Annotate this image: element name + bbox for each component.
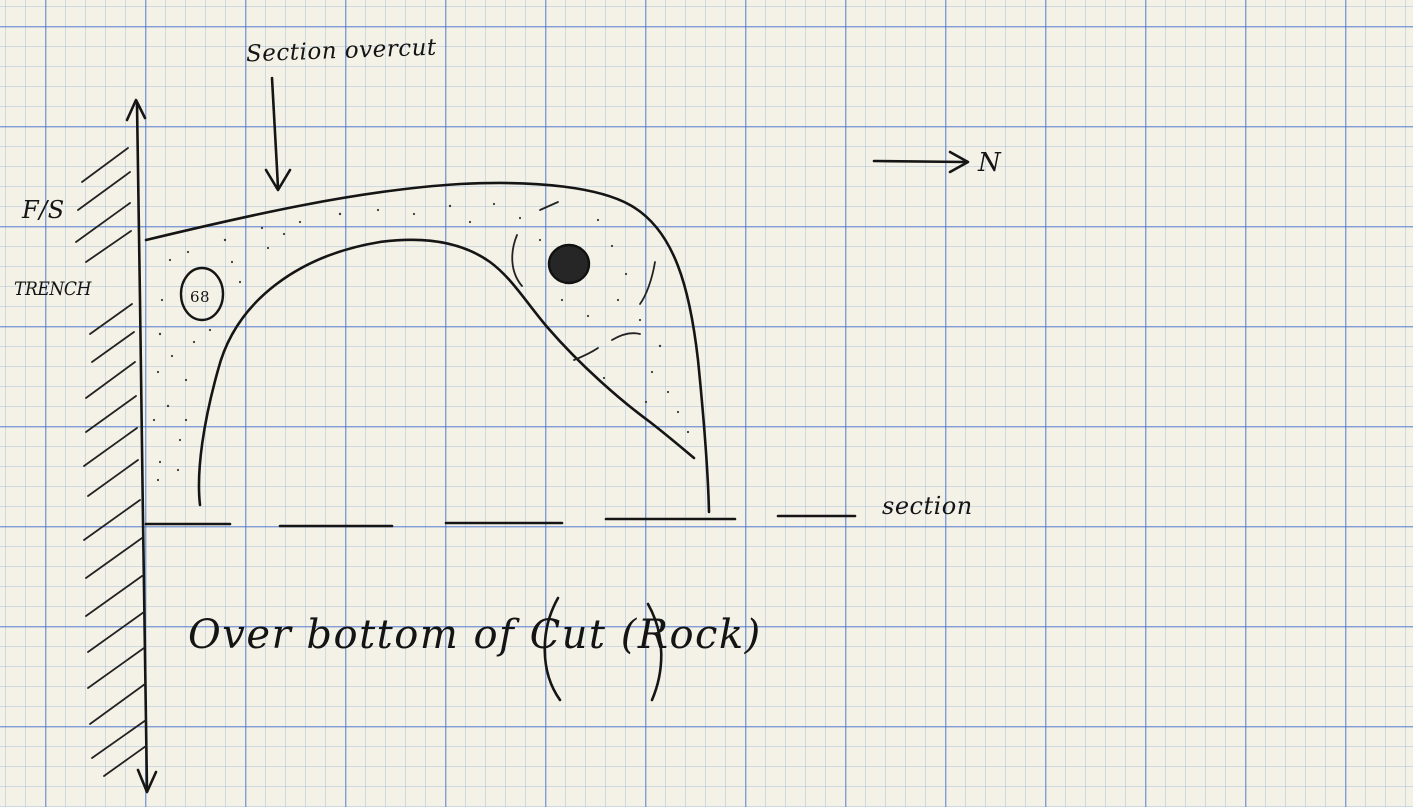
trench-edge xyxy=(125,98,158,794)
base-note-label: Over bottom of Cut (Rock) xyxy=(188,612,762,658)
base-note-paren-right xyxy=(646,602,663,702)
face-side-label: F/S xyxy=(22,196,65,224)
find-circle xyxy=(179,266,225,322)
north-label: N xyxy=(978,148,1002,178)
inner-lens xyxy=(511,234,523,287)
outer-cut-profile xyxy=(144,181,711,514)
fill-edge-stroke xyxy=(611,332,641,341)
inner-fill-profile xyxy=(197,238,696,507)
section-line xyxy=(144,514,857,528)
inner-lens-top xyxy=(539,201,559,211)
trench-label: TRENCH xyxy=(14,278,92,300)
fill-edge-stroke xyxy=(639,261,656,305)
section-label: section xyxy=(882,492,973,520)
north-arrow-head-icon xyxy=(948,150,970,174)
base-note-paren-left xyxy=(543,596,562,702)
trench-edge-line xyxy=(135,102,149,792)
north-arrow-line xyxy=(872,159,968,164)
find-number-label: 68 xyxy=(190,288,211,306)
fill-stipple xyxy=(152,202,690,482)
overcut-arrow-head-icon xyxy=(264,168,292,192)
trench-edge-arrow-top-icon xyxy=(125,98,147,122)
trench-edge-arrow-bottom-icon xyxy=(136,768,158,794)
overcut-arrow-line xyxy=(270,76,280,190)
fill-edge-stroke xyxy=(573,347,599,361)
trench-hatching xyxy=(75,147,147,777)
stone-inclusion xyxy=(547,243,591,285)
